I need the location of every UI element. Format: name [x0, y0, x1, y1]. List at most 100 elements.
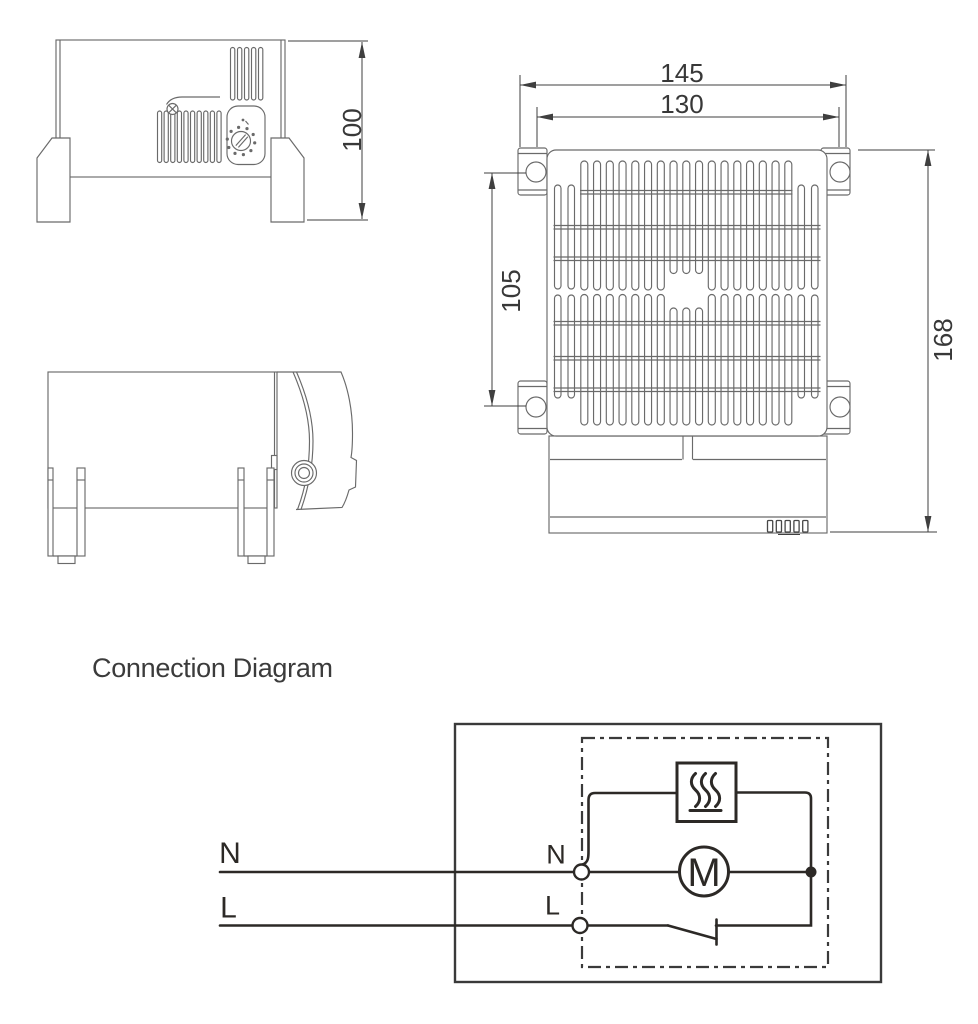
- side-view: [47, 371, 358, 565]
- heating-element-icon: [675, 761, 738, 823]
- mounting-hole: [525, 396, 547, 418]
- grille-panel-outline: [546, 149, 828, 437]
- dimension-arrow: [488, 173, 496, 189]
- terminal-slot: [784, 519, 791, 533]
- vent-slot: [236, 46, 243, 101]
- grille-slot: [567, 294, 576, 399]
- grille-slot: [669, 307, 678, 426]
- mounting-hole: [525, 161, 547, 183]
- supply-line-label: L: [220, 892, 237, 925]
- dimension-130: 130: [536, 89, 840, 147]
- dial-tick: [241, 153, 245, 157]
- vent-slot: [257, 46, 264, 101]
- dimension-label-100: 100: [337, 108, 367, 151]
- dial-tick: [233, 151, 237, 155]
- vent-slot: [156, 110, 163, 164]
- connection-diagram: M N L N L: [218, 722, 883, 984]
- grille-slot: [669, 160, 678, 275]
- dimension-label-105: 105: [496, 269, 526, 312]
- dimension-arrow: [823, 113, 839, 121]
- dimension-label-130: 130: [660, 89, 703, 119]
- vent-slot: [183, 110, 189, 164]
- vent-slot: [196, 110, 202, 164]
- vent-slot: [216, 110, 222, 164]
- dial-tick: [237, 125, 241, 129]
- dimension-arrow: [830, 81, 846, 89]
- front-foot-right: [270, 137, 305, 223]
- grille-slots: [553, 160, 821, 426]
- front-vent-slots: [156, 46, 264, 164]
- mounting-tab-top-left: [517, 147, 548, 196]
- grille-slot: [694, 160, 704, 275]
- dial-tick-marks: [225, 125, 257, 157]
- grille-slot: [810, 184, 819, 290]
- dimension-arrow: [358, 203, 366, 219]
- dimension-105: 105: [484, 172, 526, 407]
- grille-slot: [553, 184, 562, 290]
- vent-slot: [209, 110, 216, 164]
- dimension-168: 168: [830, 149, 958, 533]
- vent-slot: [243, 46, 250, 101]
- cable-grommet: [290, 459, 318, 487]
- latch-detail: [270, 454, 278, 471]
- supply-neutral-label: N: [219, 837, 241, 870]
- vent-slot: [170, 110, 176, 164]
- dimension-100: 100: [288, 40, 368, 221]
- return-wire: [714, 791, 813, 927]
- dimension-145: 145: [519, 58, 847, 147]
- terminal-line-circle: [571, 916, 589, 935]
- dimension-arrow: [520, 81, 536, 89]
- junction-dot: [805, 866, 817, 878]
- dial-tick: [253, 141, 257, 145]
- thermostat-switch-icon: [666, 918, 718, 946]
- dial-tick: [249, 149, 253, 153]
- dial-tick: [227, 145, 231, 150]
- mounting-tab-top-right: [820, 147, 851, 196]
- mounting-tab-bottom-right: [820, 380, 851, 435]
- thermostat-dial-icon: [225, 125, 257, 157]
- motor-icon: M: [678, 845, 730, 898]
- grille-face-view: 145 130 105 168: [484, 58, 958, 535]
- front-housing-profile: [277, 371, 358, 511]
- device-outline-box: [453, 722, 883, 984]
- terminal-line-label: L: [545, 891, 560, 921]
- enclosure-dashed-box: [580, 736, 830, 969]
- dimension-arrow: [537, 113, 553, 121]
- vent-slot: [203, 110, 209, 164]
- grille-slot: [797, 294, 806, 399]
- heater-branch-wire: [581, 791, 679, 866]
- terminal-neutral-circle: [572, 863, 591, 881]
- mounting-hole: [829, 396, 851, 418]
- heater-base: [548, 435, 828, 534]
- dimension-arrow: [358, 42, 366, 58]
- front-foot-left: [36, 137, 71, 223]
- dial-tick: [245, 127, 249, 131]
- terminal-vent-slots: [766, 519, 809, 533]
- connection-diagram-heading: Connection Diagram: [92, 653, 333, 683]
- terminal-neutral-label: N: [546, 840, 566, 870]
- vent-slot: [229, 46, 236, 101]
- terminal-slot: [775, 519, 783, 533]
- grille-slot: [682, 160, 691, 275]
- terminal-slot: [802, 519, 809, 533]
- vent-slot: [176, 110, 183, 164]
- front-view: 100: [36, 39, 368, 223]
- dial-tick: [225, 137, 229, 141]
- mounting-clip-left: [47, 467, 86, 565]
- dimension-arrow: [488, 390, 496, 406]
- vent-slot: [189, 110, 196, 164]
- screw-icon: [166, 102, 179, 116]
- mounting-hole: [829, 161, 851, 183]
- mounting-clip-right: [237, 467, 275, 565]
- dimension-label-145: 145: [660, 58, 703, 88]
- mounting-tab-bottom-left: [517, 380, 548, 435]
- thermostat-panel: [226, 105, 266, 166]
- dial-tick: [251, 132, 255, 137]
- grille-slot: [567, 184, 576, 290]
- motor-label: M: [687, 851, 720, 895]
- terminal-slot: [793, 519, 800, 533]
- dimension-arrows: [358, 42, 932, 532]
- terminal-slot: [766, 519, 774, 533]
